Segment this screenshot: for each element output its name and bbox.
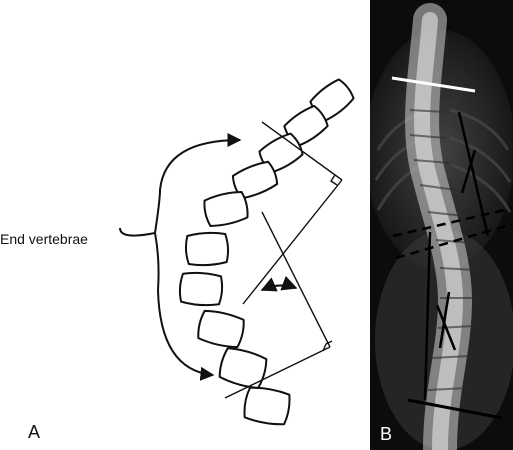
end-vertebrae-label: End vertebrae	[0, 231, 88, 247]
upper-endplate-marker	[391, 76, 476, 93]
vertebra	[203, 191, 249, 227]
panel-a: End vertebrae A	[0, 78, 355, 442]
vertebra	[243, 386, 291, 426]
lower-endplate-marker	[407, 398, 503, 420]
cobb-angle-arc	[260, 275, 298, 292]
vertebra	[184, 231, 230, 267]
panel-a-label: A	[28, 422, 40, 442]
upper-perpendicular	[242, 179, 343, 305]
vertebral-column	[178, 78, 355, 426]
apex-dashed-lines	[392, 206, 513, 260]
lower-endplate-line	[224, 346, 331, 399]
panel-b-radiograph: B	[370, 0, 513, 450]
right-angle-mark-lower	[322, 340, 333, 352]
thorax-shadow	[370, 30, 513, 270]
panel-b-label: B	[380, 424, 392, 444]
vertebra	[197, 309, 245, 349]
upper-endplate-line	[261, 121, 343, 181]
lower-curve-measure	[423, 231, 457, 401]
vertebral-bodies	[409, 109, 477, 391]
vertebra	[178, 271, 224, 307]
vertebra	[218, 347, 268, 389]
end-vertebrae-brace	[119, 133, 242, 381]
lower-perpendicular	[261, 211, 331, 348]
right-angle-mark-upper	[330, 174, 338, 186]
